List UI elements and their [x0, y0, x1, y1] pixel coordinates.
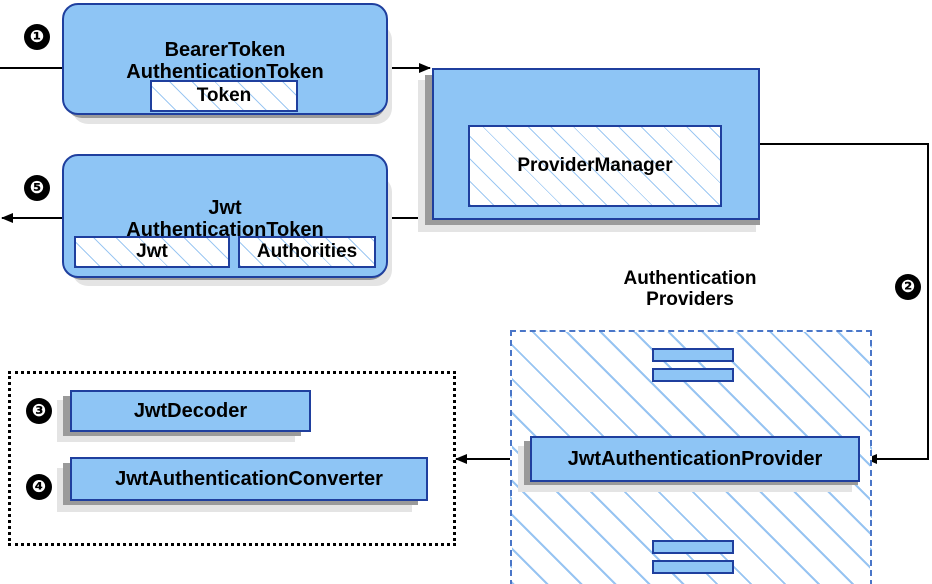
- jwt-token-inner-authorities-label: Authorities: [256, 241, 358, 262]
- jwt-token-inner-jwt-box[interactable]: Jwt: [74, 236, 230, 268]
- provider-placeholder-bar-top-1: [652, 348, 734, 362]
- step-marker-2-label: ❷: [900, 277, 916, 297]
- bearer-token-title-line1: BearerToken: [164, 38, 286, 61]
- provider-manager-label: ProviderManager: [517, 155, 673, 176]
- provider-placeholder-bar-bottom-1: [652, 540, 734, 554]
- jwt-decoder-box[interactable]: JwtDecoder: [70, 390, 311, 432]
- step-marker-5: ❺: [24, 175, 50, 201]
- provider-placeholder-bar-bottom-2: [652, 560, 734, 574]
- bearer-token-title-line2: AuthenticationToken: [126, 61, 324, 83]
- step-marker-3: ❸: [26, 398, 52, 424]
- step-marker-2: ❷: [895, 274, 921, 300]
- authentication-providers-caption: Authentication Providers: [590, 268, 790, 311]
- step-marker-5-label: ❺: [29, 178, 45, 198]
- jwt-decoder-label: JwtDecoder: [133, 399, 248, 422]
- bearer-token-title: BearerToken AuthenticationToken: [126, 39, 323, 84]
- step-marker-3-label: ❸: [31, 401, 47, 421]
- jwt-token-inner-jwt-label: Jwt: [136, 241, 168, 262]
- jwt-token-title: Jwt AuthenticationToken: [126, 197, 323, 242]
- providers-caption-line1: Authentication: [623, 268, 757, 289]
- authentication-manager-inner-provider-manager-box[interactable]: ProviderManager: [468, 125, 722, 207]
- bearer-token-authentication-token-box[interactable]: BearerToken AuthenticationToken: [62, 3, 388, 115]
- bearer-token-inner-token-box[interactable]: Token: [150, 80, 298, 112]
- jwt-token-title-line2: AuthenticationToken: [126, 219, 324, 241]
- jwt-authentication-provider-label: JwtAuthenticationProvider: [567, 447, 823, 470]
- jwt-authentication-provider-box[interactable]: JwtAuthenticationProvider: [530, 436, 860, 482]
- jwt-authentication-converter-box[interactable]: JwtAuthenticationConverter: [70, 457, 428, 501]
- providers-caption-line2: Providers: [646, 289, 734, 311]
- step-marker-4-label: ❹: [31, 477, 47, 497]
- provider-placeholder-bar-top-2: [652, 368, 734, 382]
- jwt-authentication-converter-label: JwtAuthenticationConverter: [115, 467, 383, 490]
- jwt-token-inner-authorities-box[interactable]: Authorities: [238, 236, 376, 268]
- arrow-manager-to-provider: [760, 143, 929, 464]
- step-marker-1: ❶: [24, 24, 50, 50]
- step-marker-4: ❹: [26, 474, 52, 500]
- bearer-token-inner-label: Token: [196, 85, 252, 106]
- support-components-container: [8, 371, 456, 546]
- jwt-token-title-line1: Jwt: [208, 196, 242, 219]
- jwt-authentication-token-box[interactable]: Jwt AuthenticationToken: [62, 154, 388, 278]
- step-marker-1-label: ❶: [29, 27, 45, 47]
